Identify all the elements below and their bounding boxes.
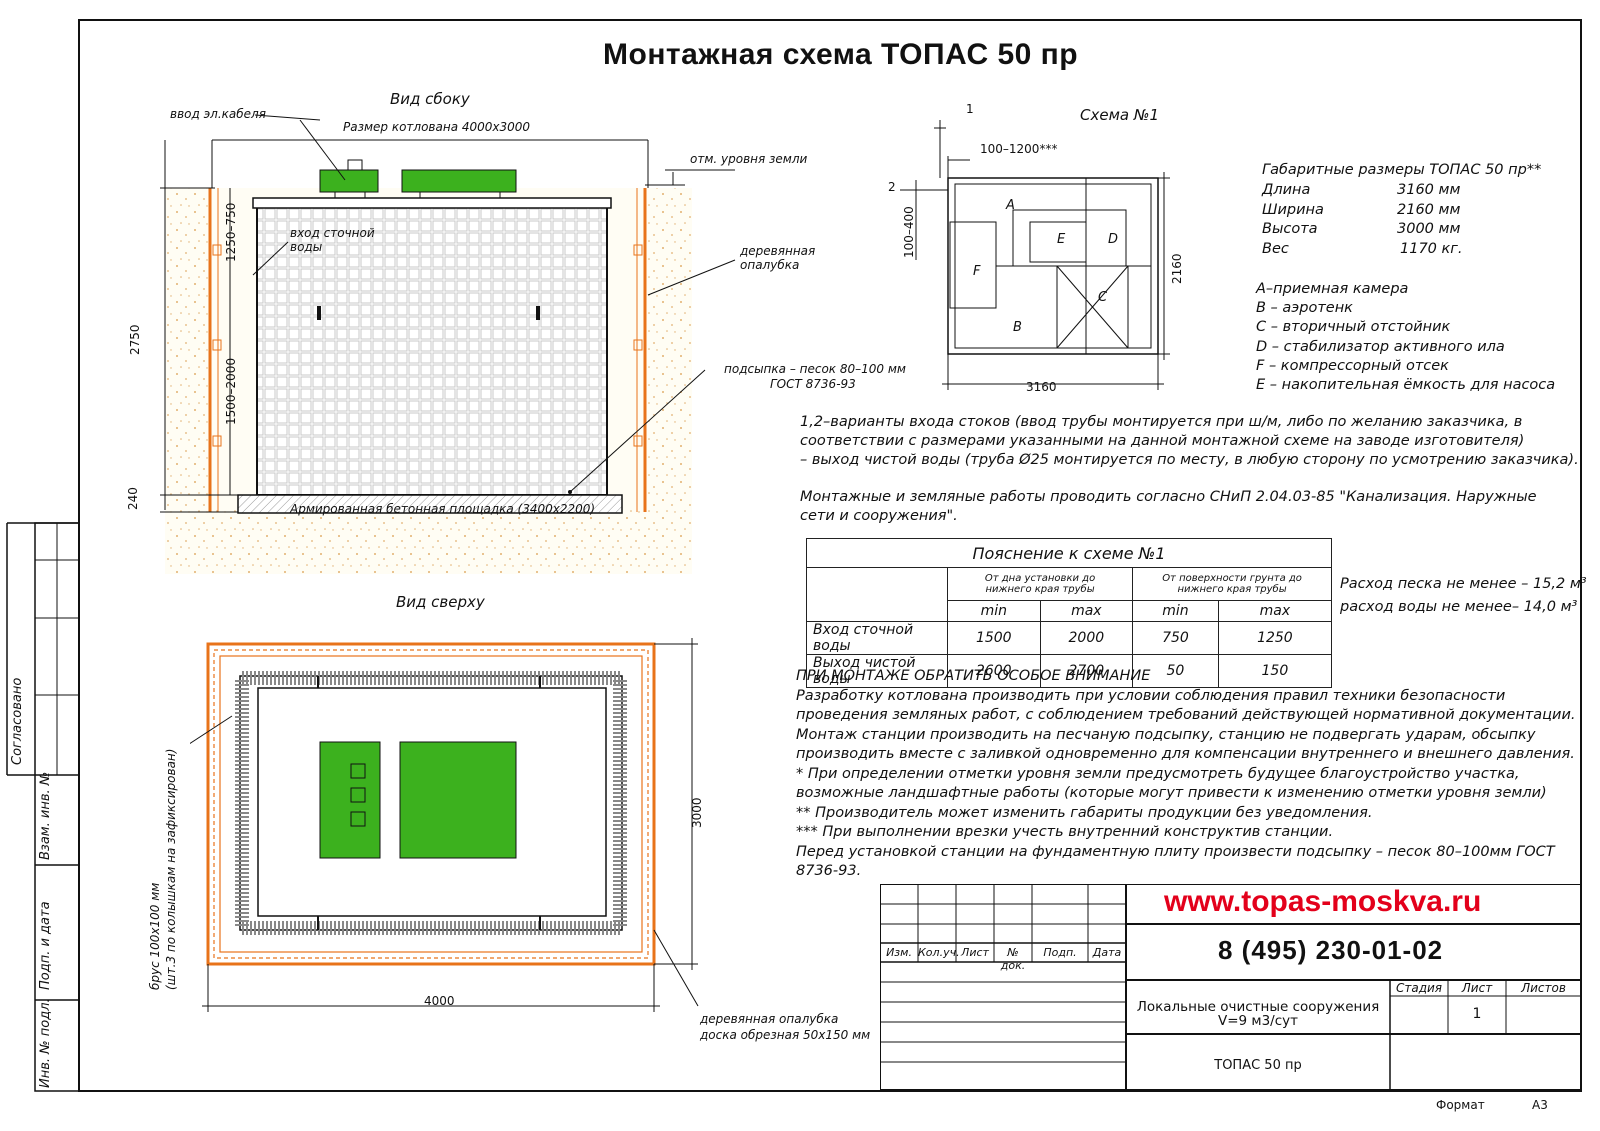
ground-level-label: отм. уровня земли: [690, 152, 808, 166]
zone-b: B: [1013, 320, 1022, 335]
attention-notes: ПРИ МОНТАЖЕ ОБРАТИТЬ ОСОБОЕ ВНИМАНИЕ Раз…: [796, 668, 1576, 879]
pit-size-label: Размер котлована 4000x3000: [343, 120, 531, 134]
top-view-drawing: [190, 638, 699, 1012]
legend-item: C – вторичный отстойник: [1256, 319, 1451, 336]
top-view-heading: Вид сверху: [396, 593, 485, 611]
formwork-label-1: деревянная опалубка: [700, 1012, 839, 1026]
legend-item: D – стабилизатор активного ила: [1256, 338, 1505, 355]
beam-note-2: (шт.3 по колышкам на зафиксирован): [164, 748, 178, 990]
concrete-slab-label: Армированная бетонная площадка (3400x220…: [290, 502, 596, 516]
dim-4000: 4000: [424, 994, 455, 1008]
zone-legend: A–приемная камера B – аэротенк C – втори…: [1256, 280, 1555, 395]
inlet-notes: 1,2–варианты входа стоков (ввод трубы мо…: [800, 414, 1579, 468]
table-row: Выход чистой воды 2600 2700 50 150: [806, 654, 1333, 688]
sheets-label: Листов: [1521, 981, 1566, 995]
format-value: А3: [1532, 1098, 1548, 1112]
dim-3000: 3000: [690, 797, 704, 828]
dimensions-heading: Габаритные размеры ТОПАС 50 пр**: [1262, 162, 1542, 178]
legend-item: E – накопительная ёмкость для насоса: [1256, 377, 1556, 394]
scheme-dim-2160: 2160: [1170, 253, 1184, 284]
revision-columns: Изм. Кол.уч. Лист № док. Подп. Дата: [886, 946, 1122, 972]
dim-1500-2000: 1500–2000: [224, 357, 238, 425]
zone-d: D: [1108, 232, 1119, 247]
wood-formwork-label: деревянная опалубка: [740, 244, 816, 272]
page-title: Монтажная схема ТОПАС 50 пр: [603, 38, 1079, 71]
side-view-heading: Вид сбоку: [390, 90, 470, 108]
dim-1250-750: 1250–750: [224, 202, 238, 262]
legend-item: F – компрессорный отсек: [1256, 357, 1449, 374]
legend-item: A–приемная камера: [1256, 281, 1409, 297]
inv-original-label: Инв. № подл.: [38, 998, 53, 1088]
beam-note-1: брус 100x100 мм: [148, 882, 162, 990]
sand-consumption: Расход песка не менее – 15,2 м³: [1340, 576, 1587, 592]
format-label: Формат: [1436, 1098, 1485, 1112]
table-group-surface: От поверхности грунта до нижнего края тр…: [1132, 567, 1332, 601]
table-caption: Пояснение к схеме №1: [806, 538, 1332, 568]
attention-heading: ПРИ МОНТАЖЕ ОБРАТИТЬ ОСОБОЕ ВНИМАНИЕ: [796, 668, 1151, 684]
sand-bedding-label: подсыпка – песок 80–100 мм: [724, 362, 906, 376]
formwork-label-2: доска обрезная 50x150 мм: [700, 1028, 871, 1042]
scheme-dim-100-400: 100–400: [902, 206, 916, 258]
dim-240: 240: [126, 487, 140, 510]
zone-a: A: [1006, 198, 1015, 213]
phone-number: 8 (495) 230-01-02: [1218, 935, 1444, 965]
dim-2750: 2750: [128, 324, 142, 355]
water-consumption: расход воды не менее– 14,0 м³: [1340, 599, 1578, 615]
sewage-inlet-label: вход сточной воды: [290, 226, 375, 254]
sand-gost-label: ГОСТ 8736-93: [770, 377, 856, 391]
sign-date-label: Подп. и дата: [38, 901, 53, 990]
scheme-heading: Схема №1: [1080, 106, 1159, 124]
zone-e: E: [1057, 232, 1066, 247]
scheme-dim-100-1200: 100–1200***: [980, 142, 1058, 156]
scheme-dim-3160: 3160: [1026, 380, 1057, 394]
scheme-drawing: [900, 120, 1170, 390]
scheme-explanation-table: Пояснение к схеме №1 От дна установки до…: [806, 538, 1333, 688]
website-link[interactable]: www.topas-moskva.ru: [1164, 885, 1482, 918]
agreed-label: Согласовано: [10, 677, 25, 765]
table-row: Вход сточной воды 1500 2000 750 1250: [806, 621, 1333, 655]
scheme-label-2: 2: [888, 180, 896, 194]
legend-item: B – аэротенк: [1256, 300, 1353, 317]
side-view-drawing: [160, 114, 736, 574]
product-name: ТОПАС 50 пр: [1214, 1058, 1302, 1073]
project-description: Локальные очистные сооружения V=9 м3/сут: [1136, 999, 1380, 1029]
title-block-grid: [880, 884, 1582, 1091]
zone-f: F: [973, 264, 981, 279]
snip-notes: Монтажные и земляные работы проводить со…: [800, 489, 1537, 524]
zone-c: C: [1098, 290, 1108, 305]
scheme-label-1: 1: [966, 102, 974, 116]
sheet-number: 1: [1472, 1006, 1482, 1022]
cable-entry-label: ввод эл.кабеля: [170, 107, 266, 121]
inv-replacement-label: Взам. инв. №: [38, 771, 53, 860]
sheet-label: Лист: [1461, 981, 1493, 995]
stage-label: Стадия: [1395, 981, 1443, 995]
table-group-bottom: От дна установки до нижнего края трубы: [946, 567, 1134, 601]
